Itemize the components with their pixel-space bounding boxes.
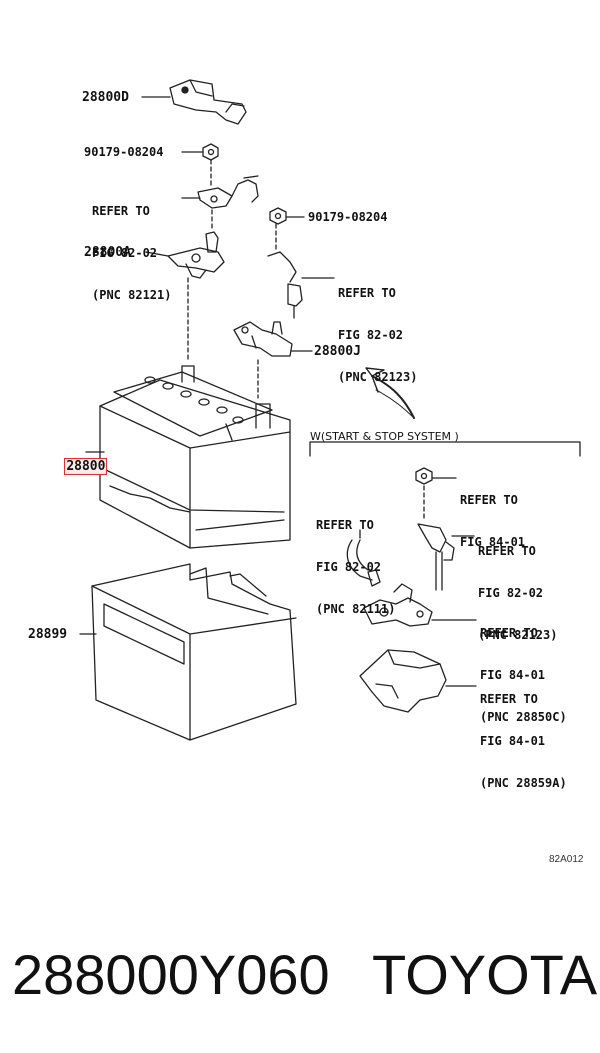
terminal-cover-28800d (169, 79, 247, 125)
label-28800j: 28800J (314, 344, 361, 359)
ref-28859a-line1: REFER TO (480, 692, 538, 706)
ref-82121-line1: REFER TO (92, 204, 150, 218)
ref-82123-ss-line2: FIG 82-02 (478, 586, 544, 600)
ref-28850c-line2: FIG 84-01 (480, 668, 546, 682)
ref-82121-line3: (PNC 82121) (92, 288, 172, 302)
cable-ss-82111 (346, 539, 381, 587)
ref-82111-line2: FIG 82-02 (316, 560, 382, 574)
label-90179-a: 90179-08204 (84, 145, 164, 159)
ref-82111: REFER TO FIG 82-02 (PNC 82111) (316, 490, 395, 644)
ref-82111-line3: (PNC 82111) (316, 602, 396, 616)
label-28800a: 28800A (84, 245, 131, 260)
nut-90179-b (269, 207, 287, 225)
ref-28850c-line3: (PNC 28850C) (480, 710, 567, 724)
ref-82123-line2: FIG 82-02 (338, 328, 404, 342)
ref-82121: REFER TO FIG 82-02 (PNC 82121) (92, 176, 171, 330)
ref-28850c: REFER TO FIG 84-01 (PNC 28850C) (480, 598, 567, 752)
label-28800d: 28800D (82, 90, 129, 105)
ref-28859a-line3: (PNC 28859A) (480, 776, 567, 790)
direction-arrow (371, 375, 415, 419)
part-number: 288000Y060 (12, 943, 330, 1006)
ref-84-01-a-line2: FIG 84-01 (460, 535, 526, 549)
diagram-code: 82A012 (549, 854, 584, 865)
start-stop-system-title: W(START & STOP SYSTEM ) (310, 430, 459, 443)
ref-82111-line1: REFER TO (316, 518, 374, 532)
label-28899: 28899 (28, 627, 68, 642)
ref-82123-line3: (PNC 82123) (338, 370, 418, 384)
label-28800[interactable]: 28800 (64, 458, 108, 475)
parts-diagram: 28800D 90179-08204 REFER TO FIG 82-02 (P… (28, 79, 584, 865)
ref-82123: REFER TO FIG 82-02 (PNC 82123) (338, 258, 417, 412)
ref-82123-ss: REFER TO FIG 82-02 (PNC 82123) (478, 516, 557, 670)
terminal-ss-28850c (363, 583, 433, 627)
cable-82123 (267, 251, 303, 319)
ref-82121-line2: FIG 82-02 (92, 246, 158, 260)
battery-28800 (99, 365, 291, 549)
brand-name: TOYOTA (372, 943, 598, 1006)
system-bracket (309, 441, 581, 457)
ref-82123-ss-line1: REFER TO (478, 544, 536, 558)
diagram-artwork (79, 79, 581, 741)
label-28800-highlighted[interactable]: 28800 (34, 444, 108, 489)
terminal-28800j (233, 321, 293, 357)
label-90179-b: 90179-08204 (308, 210, 388, 224)
ref-84-01-a: REFER TO FIG 84-01 (460, 465, 525, 577)
battery-tray-28899 (91, 563, 297, 741)
ref-28859a: REFER TO FIG 84-01 (PNC 28859A) (480, 664, 567, 818)
nut-ss (415, 467, 433, 485)
cable-ss-82123 (417, 523, 455, 591)
cover-ss-28859a (359, 649, 447, 713)
ref-84-01-a-line1: REFER TO (460, 493, 518, 507)
nut-90179-a (202, 143, 219, 161)
terminal-28800a (167, 231, 225, 279)
ref-82123-line1: REFER TO (338, 286, 396, 300)
ref-28850c-line1: REFER TO (480, 626, 538, 640)
ref-82123-ss-line3: (PNC 82123) (478, 628, 558, 642)
cable-clamp-82121 (197, 175, 259, 209)
ref-28859a-line2: FIG 84-01 (480, 734, 546, 748)
